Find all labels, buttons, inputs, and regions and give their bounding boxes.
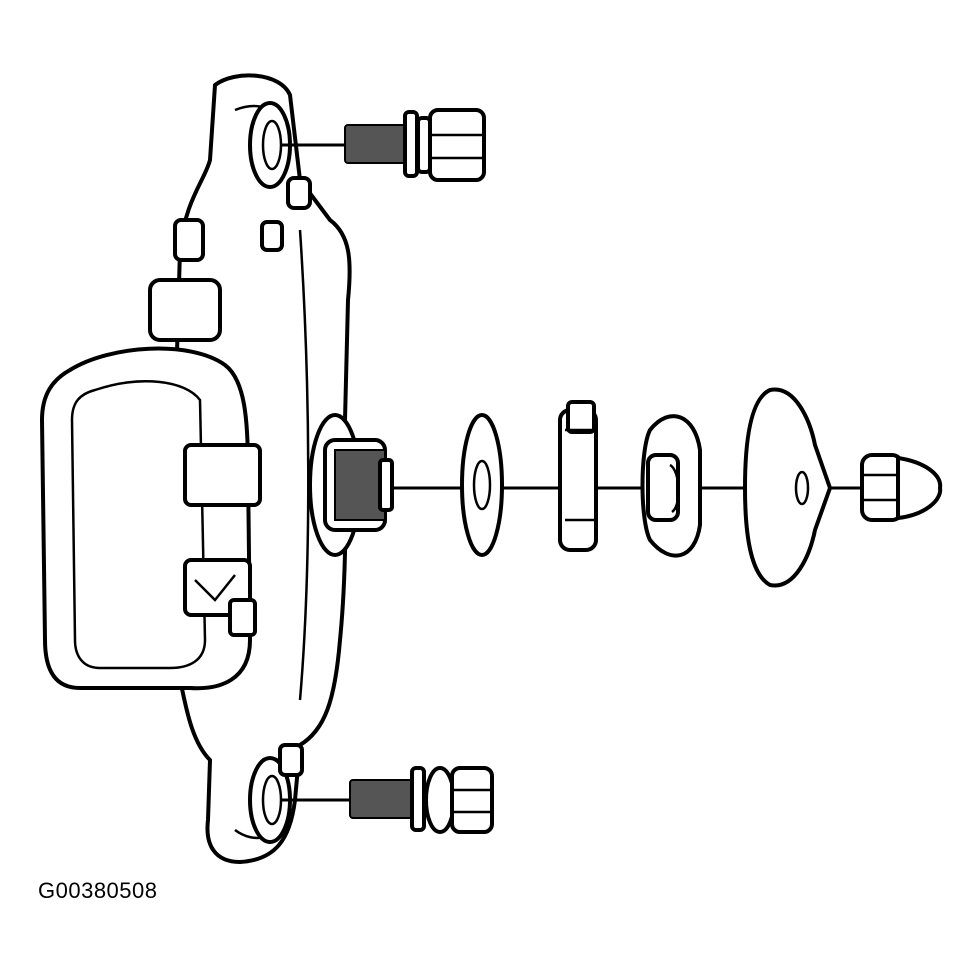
cap-nut-part [860, 453, 943, 522]
hub-flange [308, 413, 394, 557]
dust-cap-part [743, 387, 832, 588]
retainer-clip-part [558, 400, 598, 552]
lower-bolt-part [282, 766, 494, 834]
washer-part [460, 413, 504, 557]
cone-washer-part [640, 414, 702, 558]
figure-id-label: G00380508 [38, 878, 158, 903]
caliper-assembly [40, 346, 262, 691]
upper-bolt-part [282, 108, 486, 182]
